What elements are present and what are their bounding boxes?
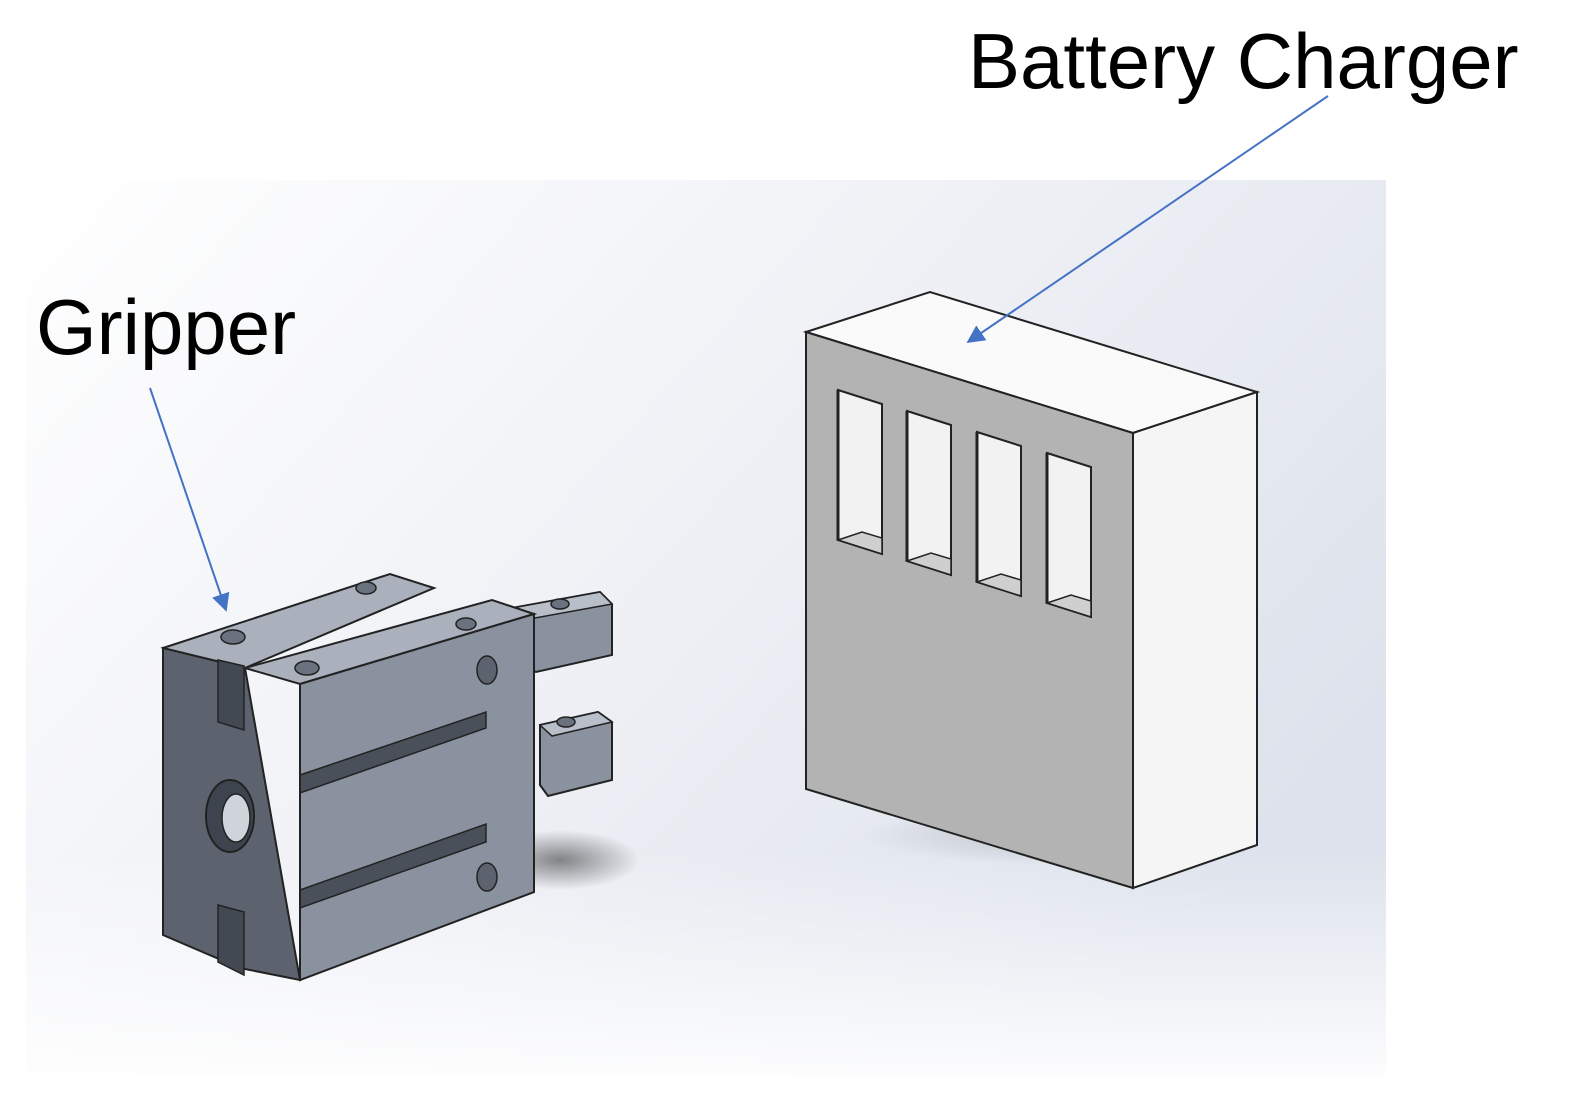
charger-slot	[974, 430, 1022, 598]
gripper-label: Gripper	[36, 283, 297, 371]
gripper-callout-arrow	[149, 387, 230, 612]
charger-side-face	[1132, 390, 1258, 890]
gripper-finger-lower	[538, 710, 614, 798]
charger-slot	[835, 388, 883, 556]
gripper-finger-upper	[510, 590, 614, 674]
charger-slot	[1044, 451, 1092, 619]
charger-battery-slots	[835, 388, 1092, 619]
battery-charger-label: Battery Charger	[968, 17, 1519, 105]
battery-charger-model	[802, 290, 1261, 890]
charger-callout-arrow	[966, 95, 1329, 344]
gripper-model	[160, 572, 640, 982]
charger-slot	[904, 409, 952, 577]
